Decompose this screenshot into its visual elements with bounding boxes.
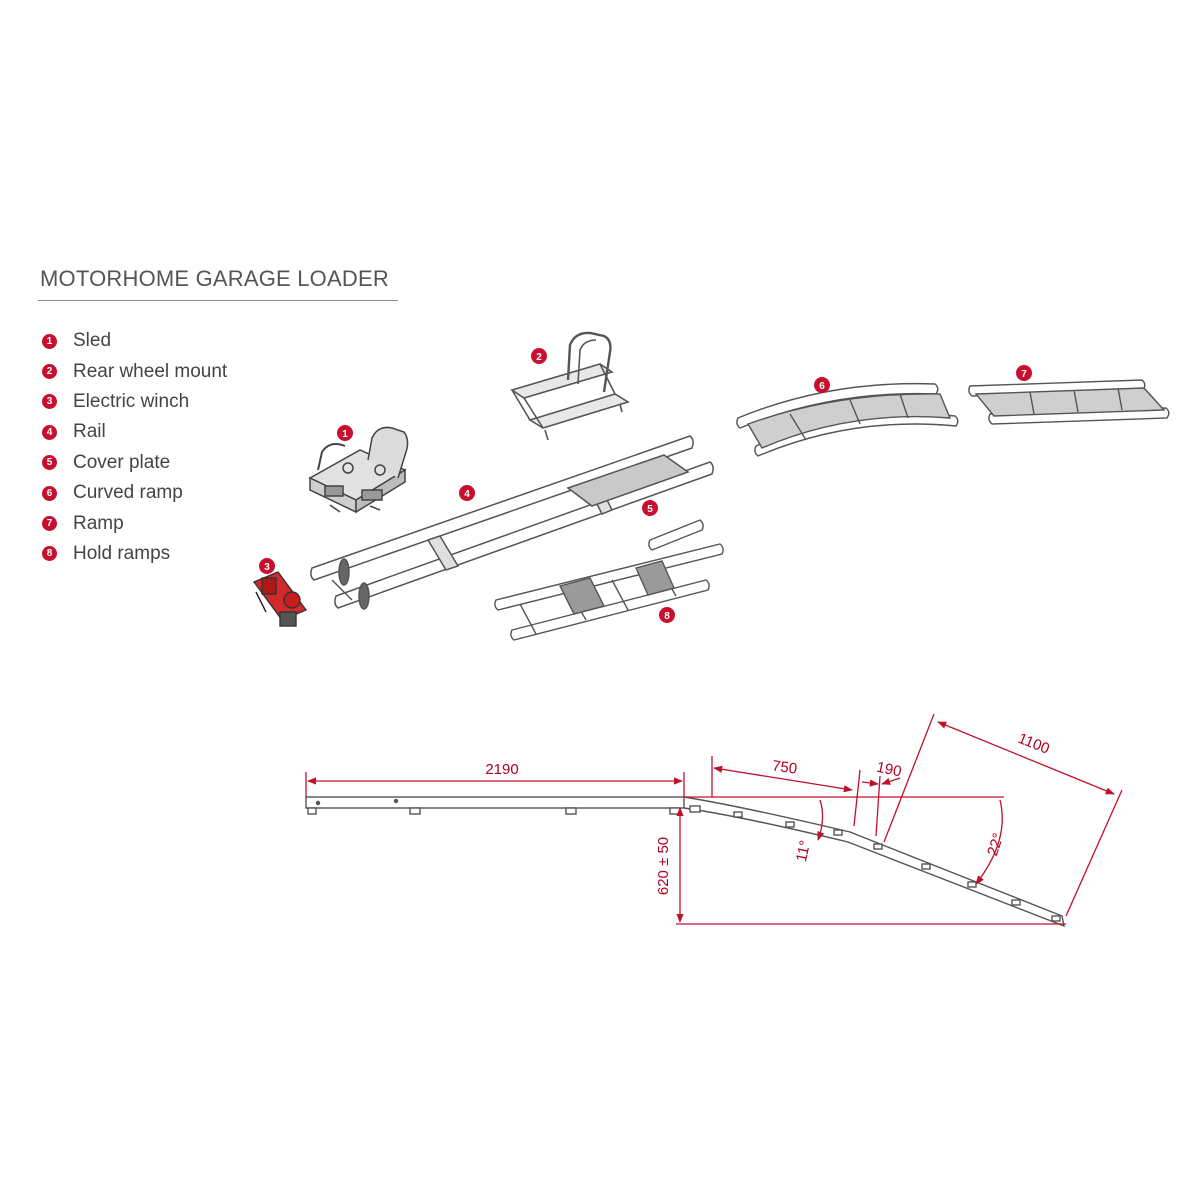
hold-ramps-illustration [494, 519, 724, 641]
legend-label: Electric winch [73, 390, 190, 412]
legend-badge: 3 [42, 394, 57, 410]
page-title: MOTORHOME GARAGE LOADER [40, 266, 389, 291]
side-profile [305, 796, 1065, 928]
svg-text:8: 8 [664, 611, 670, 622]
title-underline [38, 300, 398, 301]
rail-illustration [310, 435, 714, 610]
callout-badge-4: 4 [459, 485, 475, 501]
legend-label: Rear wheel mount [73, 360, 228, 382]
callout-badge-2: 2 [531, 348, 547, 364]
svg-text:4: 4 [464, 489, 470, 500]
svg-text:7: 7 [1021, 369, 1027, 380]
legend-label: Hold ramps [73, 542, 171, 564]
callout-badge-1: 1 [337, 425, 353, 441]
dimension-labels: 2190 750 190 1100 620 ± 50 11° 22° [485, 730, 1052, 895]
svg-text:6: 6 [819, 381, 825, 392]
svg-text:3: 3 [264, 562, 270, 573]
dimension-lines [305, 713, 1123, 925]
curved-ramp-illustration [736, 382, 959, 457]
legend-label: Ramp [73, 512, 124, 534]
dimension-rail-length: 2190 [485, 761, 518, 778]
legend-badge: 4 [42, 424, 57, 440]
rear-wheel-mount-illustration [510, 331, 630, 441]
callout-badge-6: 6 [814, 377, 830, 393]
legend-item: 2 Rear wheel mount [42, 356, 227, 386]
legend-item: 6 Curved ramp [42, 478, 227, 508]
legend-badge: 2 [42, 364, 57, 380]
svg-text:1: 1 [342, 429, 348, 440]
legend-label: Sled [73, 330, 112, 352]
dimension-joint-length: 190 [875, 759, 903, 781]
legend-label: Rail [73, 421, 106, 443]
dimension-angle-small: 11° [793, 839, 814, 864]
legend-item: 3 Electric winch [42, 387, 227, 417]
legend-badge: 8 [42, 546, 57, 562]
dimension-ramp-length: 1100 [1016, 730, 1052, 758]
legend-item: 1 Sled [42, 326, 227, 356]
legend-badge: 1 [42, 333, 57, 349]
dimension-angle-large: 22° [984, 831, 1007, 858]
legend-item: 5 Cover plate [42, 448, 227, 478]
legend-badge: 7 [42, 516, 57, 532]
legend-label: Cover plate [73, 451, 171, 473]
svg-text:2: 2 [536, 352, 542, 363]
legend-badge: 6 [42, 485, 57, 501]
sled-illustration [308, 426, 409, 514]
callout-badge-3: 3 [259, 558, 275, 574]
legend-label: Curved ramp [73, 482, 183, 504]
legend-item: 4 Rail [42, 417, 227, 447]
callout-badge-5: 5 [642, 500, 658, 516]
dimension-height: 620 ± 50 [655, 837, 672, 895]
electric-winch-illustration [252, 571, 308, 627]
callouts: 1 2 3 4 5 6 7 8 [259, 348, 1032, 623]
svg-text:5: 5 [647, 504, 653, 515]
legend-badge: 5 [42, 455, 57, 471]
ramp-illustration [968, 379, 1170, 425]
callout-badge-7: 7 [1016, 365, 1032, 381]
legend-item: 7 Ramp [42, 508, 227, 538]
dimension-curve-length: 750 [771, 757, 798, 777]
legend-item: 8 Hold ramps [42, 539, 227, 569]
callout-badge-8: 8 [659, 607, 675, 623]
